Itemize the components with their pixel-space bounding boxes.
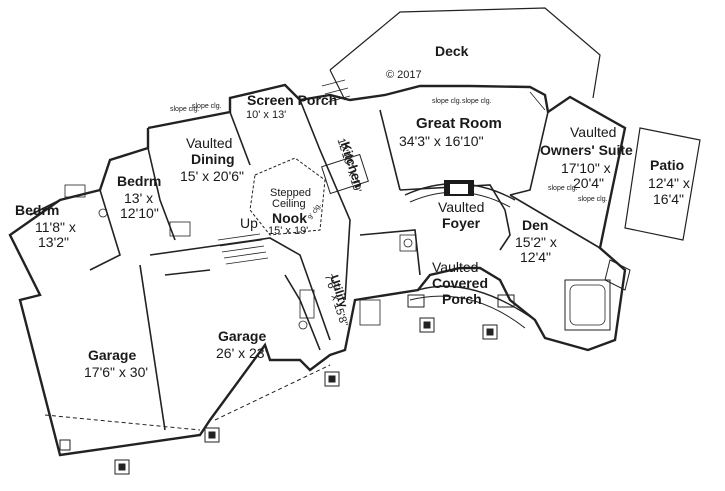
owners-suite-label: Owners' Suite — [540, 142, 633, 158]
slope-clg-suite-left: slope clg. — [548, 185, 578, 192]
garage-left-dims: 17'6" x 30' — [84, 364, 149, 380]
slope-clg-dining-right: slope clg. — [192, 103, 222, 110]
screen-porch-dims: 10' x 13' — [246, 109, 287, 121]
deck-label: Deck — [435, 43, 469, 59]
great-room-label: Great Room — [416, 115, 502, 132]
nook-ceiling-outline — [249, 157, 326, 236]
owners-suite-prefix: Vaulted — [570, 124, 617, 140]
slope-clg-suite-right: slope clg. — [578, 196, 608, 203]
dining-prefix: Vaulted — [186, 135, 233, 151]
patio-dims-2: 16'4" — [653, 191, 685, 207]
dining-label: Dining — [191, 151, 235, 167]
den-dims-1: 15'2" x — [515, 234, 557, 250]
garage-door-left — [44, 414, 201, 431]
slope-clg-dining-left: slope clg. — [170, 106, 200, 113]
exterior-wall — [8, 83, 627, 457]
garage-door-right — [214, 364, 331, 421]
garage-right-label: Garage — [218, 328, 267, 344]
patio-outline — [624, 127, 701, 241]
owners-suite-dims-1: 17'10" x — [561, 160, 611, 176]
patio-label: Patio — [650, 157, 685, 173]
bedrm-middle-label: Bedrm — [117, 173, 162, 189]
den-dims-2: 12'4" — [520, 249, 552, 265]
stairs — [217, 233, 269, 265]
covered-porch-prefix: Vaulted — [432, 259, 479, 275]
screen-porch-label: Screen Porch — [247, 92, 338, 108]
great-room-dims: 34'3" x 16'10" — [399, 133, 484, 149]
deck-outline — [329, 7, 601, 99]
nook-label: Nook — [272, 210, 307, 226]
nook-prefix-2: Ceiling — [272, 198, 306, 210]
owners-suite-dims-2: 20'4" — [573, 175, 605, 191]
slope-clg-great-right: slope clg. — [462, 98, 492, 105]
nook-prefix-1: Stepped — [270, 187, 311, 199]
garage-left-label: Garage — [88, 347, 137, 363]
porch-posts — [59, 294, 515, 475]
covered-porch-label: Covered — [432, 275, 489, 291]
bedrm-middle-dims-1: 13' x — [124, 190, 154, 206]
nook-dims: 15' x 19' — [268, 225, 309, 237]
foyer-prefix: Vaulted — [438, 199, 485, 215]
bedrm-middle-dims-2: 12'10" — [120, 205, 159, 221]
covered-porch-label-2: Porch — [442, 291, 482, 307]
den-label: Den — [522, 217, 549, 233]
slope-clg-great-left: slope clg. — [432, 98, 462, 105]
dining-dims: 15' x 20'6" — [180, 168, 245, 184]
deck-stairs — [321, 79, 546, 111]
bedrm-left-dims-1: 11'8" x — [35, 219, 76, 235]
patio-dims-1: 12'4" x — [648, 175, 690, 191]
up-label: Up — [240, 215, 258, 231]
bedrm-left-dims-2: 13'2" — [38, 234, 70, 250]
garage-right-dims: 26' x 23' — [216, 345, 268, 361]
bedrm-left-label: Bedrm — [15, 202, 60, 218]
foyer-label: Foyer — [442, 215, 481, 231]
kitchen-island — [321, 153, 369, 195]
covered-porch-arc — [417, 285, 536, 321]
copyright: © 2017 — [386, 69, 422, 81]
